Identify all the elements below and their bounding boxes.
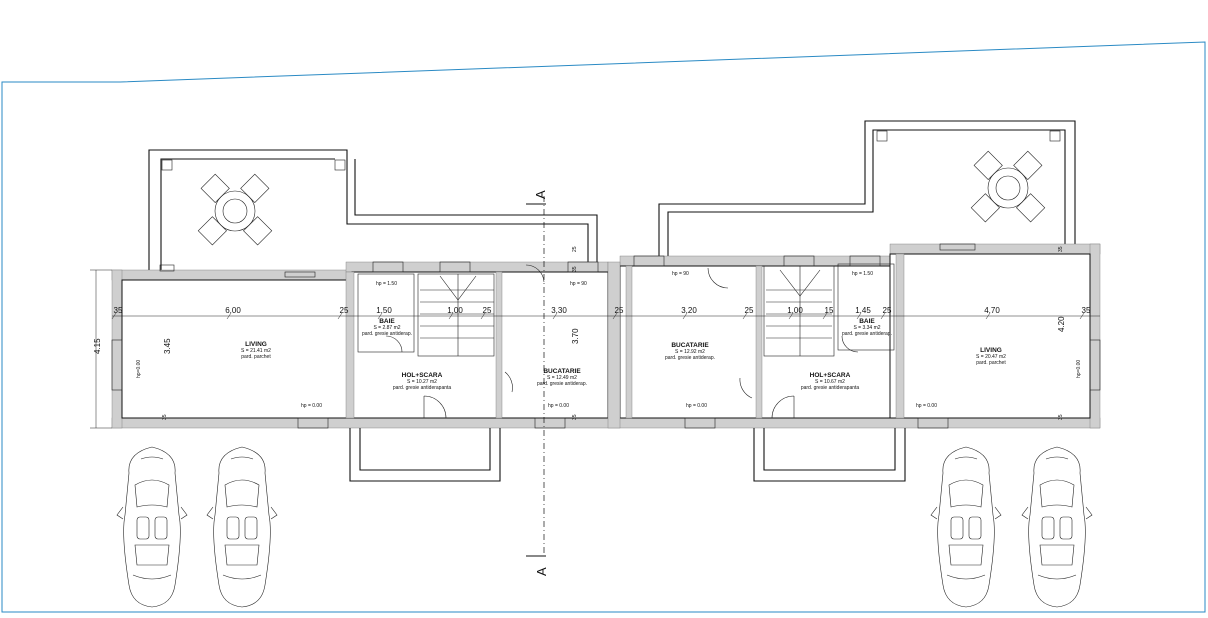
entrance-canopy-right-inner (763, 428, 896, 471)
section-label-top: A (533, 190, 548, 199)
terrace-left-inner (160, 158, 335, 270)
svg-text:BUCATARIE: BUCATARIE (543, 368, 581, 375)
dim-right-inner: 4.20 (1057, 316, 1066, 332)
dimension-labels: 35 6.00 25 1.50 1.00 25 3.30 25 3.20 25 1.00 15 1.45… (111, 306, 1091, 320)
svg-text:hp=0.00: hp=0.00 (1076, 360, 1082, 378)
site-boundary (1, 41, 1206, 613)
terrace-posts (161, 130, 1061, 171)
car-icon (206, 446, 278, 608)
svg-text:S = 10.67 m2: S = 10.67 m2 (815, 379, 845, 385)
terrace-right-inner (667, 129, 1066, 256)
dimension-label: 25 (745, 306, 754, 315)
entrance-canopy-left-inner (359, 428, 491, 471)
svg-text:35: 35 (1058, 414, 1064, 420)
dimension-label: 3.30 (551, 306, 567, 315)
svg-text:BUCATARIE: BUCATARIE (671, 342, 709, 349)
room-bucatarie-left: BUCATARIE S = 12.49 m2 pard. gresie anti… (537, 368, 587, 387)
dimension-label: 25 (615, 306, 624, 315)
svg-text:pard. gresie antiderap.: pard. gresie antiderap. (665, 355, 715, 361)
dimension-label: 35 (1082, 306, 1091, 315)
dim-center: 3.70 (571, 328, 580, 344)
svg-text:35: 35 (572, 266, 578, 272)
doors (385, 264, 859, 419)
svg-text:35: 35 (162, 414, 168, 420)
car-icon (1021, 446, 1093, 608)
svg-text:S = 2.87 m2: S = 2.87 m2 (373, 325, 400, 331)
svg-text:pard. gresie antiderapanta: pard. gresie antiderapanta (801, 385, 860, 391)
wall-marks: 35 25 35 35 35 35 (162, 246, 1064, 420)
car-icon (930, 446, 1002, 608)
svg-text:pard. parchet: pard. parchet (241, 354, 271, 360)
svg-text:S = 21.41 m2: S = 21.41 m2 (241, 348, 271, 354)
dimension-label: 25 (483, 306, 492, 315)
terrace-left-inner2 (354, 159, 598, 262)
room-living-left: LIVING S = 21.41 m2 pard. parchet (241, 341, 271, 360)
dimension-label: 35 (114, 306, 123, 315)
svg-text:hp = 0.00: hp = 0.00 (301, 403, 322, 409)
svg-text:hp=0.00: hp=0.00 (136, 360, 142, 378)
room-bucatarie-right: BUCATARIE S = 12.92 m2 pard. gresie anti… (665, 342, 715, 361)
svg-text:BAIE: BAIE (859, 318, 875, 325)
dimension-label: 1.45 (855, 306, 871, 315)
svg-text:hp = 1.50: hp = 1.50 (376, 281, 397, 287)
section-label-bottom: A (534, 567, 549, 576)
table-set-left (197, 173, 273, 246)
stairs-left (420, 274, 494, 356)
svg-text:LIVING: LIVING (980, 347, 1002, 354)
terrace-left-outline (148, 149, 589, 270)
svg-text:35: 35 (1058, 246, 1064, 252)
entrance-canopy-left (349, 428, 501, 482)
svg-text:pard. gresie antiderap.: pard. gresie antiderap. (842, 331, 892, 337)
room-baie-left: BAIE S = 2.87 m2 pard. gresie antiderap. (362, 318, 412, 337)
svg-text:S = 20.47 m2: S = 20.47 m2 (976, 354, 1006, 360)
dimension-label: 3.20 (681, 306, 697, 315)
svg-text:HOL+SCARA: HOL+SCARA (810, 372, 851, 379)
svg-text:pard. gresie antiderapanta: pard. gresie antiderapanta (393, 385, 452, 391)
svg-text:25: 25 (572, 246, 578, 252)
svg-text:hp = 1.50: hp = 1.50 (852, 271, 873, 277)
svg-text:35: 35 (572, 414, 578, 420)
svg-text:pard. gresie antiderap.: pard. gresie antiderap. (537, 381, 587, 387)
terrace-right-outline (658, 120, 1076, 256)
car-icon (116, 446, 188, 608)
svg-text:BAIE: BAIE (379, 318, 395, 325)
dimension-label: 4.70 (984, 306, 1000, 315)
svg-text:hp = 90: hp = 90 (672, 271, 689, 277)
svg-text:S = 10.27 m2: S = 10.27 m2 (407, 379, 437, 385)
entrance-canopy-right (753, 428, 906, 482)
parked-cars (116, 446, 1093, 608)
dimension-label: 1.00 (447, 306, 463, 315)
room-baie-right: BAIE S = 3.34 m2 pard. gresie antiderap. (842, 318, 892, 337)
overall-height-dim: 4.15 (93, 338, 102, 354)
svg-text:LIVING: LIVING (245, 341, 267, 348)
svg-text:hp = 0.00: hp = 0.00 (686, 403, 707, 409)
svg-text:pard. parchet: pard. parchet (976, 360, 1006, 366)
hp-labels: hp = 0.00 hp = 0.00 hp = 0.00 hp = 0.00 … (136, 271, 1082, 409)
svg-text:hp = 90: hp = 90 (570, 281, 587, 287)
dimension-label: 6.00 (225, 306, 241, 315)
svg-text:hp = 0.00: hp = 0.00 (916, 403, 937, 409)
svg-text:pard. gresie antiderap.: pard. gresie antiderap. (362, 331, 412, 337)
room-hol-scara-left: HOL+SCARA S = 10.27 m2 pard. gresie anti… (393, 372, 452, 391)
dimension-label: 15 (825, 306, 834, 315)
table-set-right (970, 150, 1046, 223)
svg-text:hp = 0.00: hp = 0.00 (548, 403, 569, 409)
dimension-label: 1.00 (787, 306, 803, 315)
room-hol-scara-right: HOL+SCARA S = 10.67 m2 pard. gresie anti… (801, 372, 860, 391)
dim-left-inner: 3.45 (163, 338, 172, 354)
dimension-label: 25 (340, 306, 349, 315)
svg-text:S = 12.92 m2: S = 12.92 m2 (675, 349, 705, 355)
dimension-label: 25 (883, 306, 892, 315)
room-living-right: LIVING S = 20.47 m2 pard. parchet (976, 347, 1006, 366)
stairs-right (766, 266, 832, 356)
dimension-label: 1.50 (376, 306, 392, 315)
svg-text:S = 12.49 m2: S = 12.49 m2 (547, 375, 577, 381)
svg-text:S = 3.34 m2: S = 3.34 m2 (853, 325, 880, 331)
building-walls (111, 243, 1101, 429)
svg-text:HOL+SCARA: HOL+SCARA (402, 372, 443, 379)
